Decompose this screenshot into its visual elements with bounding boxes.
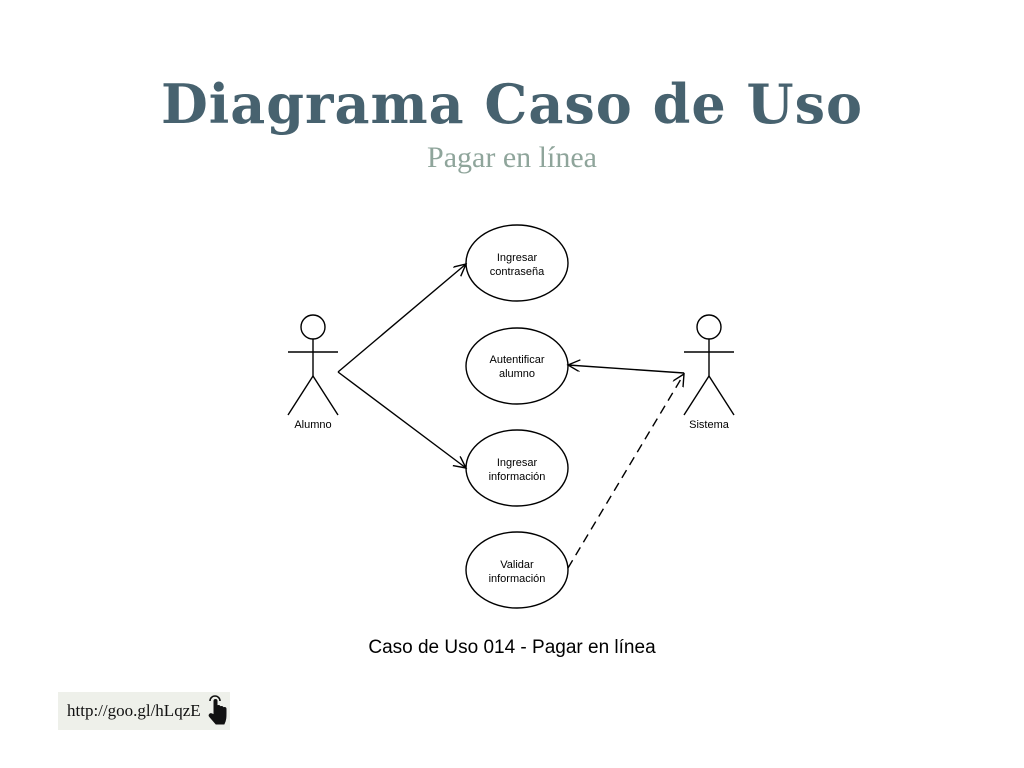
- short-link-text[interactable]: http://goo.gl/hLqzE: [67, 701, 201, 720]
- use-case-ingresar-informacion-line1: Ingresar: [497, 457, 538, 469]
- use-case-autentificar-alumno: Autentificar alumno: [465, 327, 569, 405]
- relation-alumno-ingresar-informacion: [337, 371, 466, 468]
- use-case-ingresar-contrasena: Ingresar contraseña: [465, 224, 569, 302]
- use-case-ingresar-informacion: Ingresar información: [465, 429, 569, 507]
- hand-pointer-icon: [208, 695, 227, 725]
- page-title: Diagrama Caso de Uso: [160, 72, 864, 136]
- use-case-ingresar-contrasena-line1: Ingresar: [497, 252, 538, 264]
- actor-alumno-head: [300, 314, 326, 340]
- use-case-validar-informacion-line1: Validar: [500, 559, 534, 571]
- page-subtitle: Pagar en línea: [427, 141, 597, 174]
- use-case-ingresar-informacion-line2: información: [489, 471, 546, 483]
- use-case-validar-informacion: Validar información: [465, 531, 569, 609]
- actor-sistema-head: [696, 314, 722, 340]
- use-case-autentificar-alumno-line2: alumno: [499, 368, 535, 380]
- short-link[interactable]: http://goo.gl/hLqzE: [58, 692, 230, 730]
- relation-sistema-autentificar-alumno: [568, 365, 685, 374]
- use-case-validar-informacion-line2: información: [489, 573, 546, 585]
- use-case-autentificar-alumno-line1: Autentificar: [489, 354, 544, 366]
- actor-alumno-label: Alumno: [294, 419, 331, 431]
- use-case-ingresar-contrasena-line2: contraseña: [490, 266, 545, 278]
- relation-alumno-ingresar-contrasena: [337, 264, 466, 373]
- relation-validar-informacion-sistema: [567, 374, 684, 569]
- actor-alumno: [287, 314, 339, 416]
- actor-sistema: [683, 314, 735, 416]
- actor-sistema-label: Sistema: [689, 419, 730, 431]
- diagram-caption: Caso de Uso 014 - Pagar en línea: [368, 637, 656, 658]
